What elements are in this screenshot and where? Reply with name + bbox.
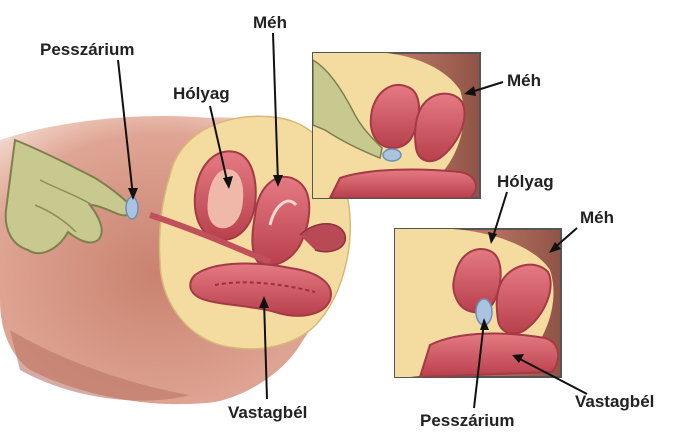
label-inset2-colon: Vastagbél bbox=[575, 393, 654, 410]
inset1-colon bbox=[330, 170, 476, 198]
inset-lower bbox=[395, 229, 561, 377]
label-inset2-uterus: Méh bbox=[580, 209, 614, 226]
label-inset1-uterus: Méh bbox=[507, 72, 541, 89]
label-main-uterus: Méh bbox=[253, 14, 287, 31]
label-main-bladder: Hólyag bbox=[173, 85, 230, 102]
inset2-colon bbox=[420, 334, 558, 377]
inset1-pessary bbox=[383, 149, 401, 161]
label-inset2-bladder: Hólyag bbox=[497, 173, 554, 190]
inset-upper bbox=[313, 52, 480, 198]
label-main-pessary: Pesszárium bbox=[40, 41, 135, 58]
pessary-main bbox=[126, 197, 138, 219]
label-main-colon: Vastagbél bbox=[228, 404, 307, 421]
label-inset2-pessary: Pesszárium bbox=[420, 412, 515, 429]
